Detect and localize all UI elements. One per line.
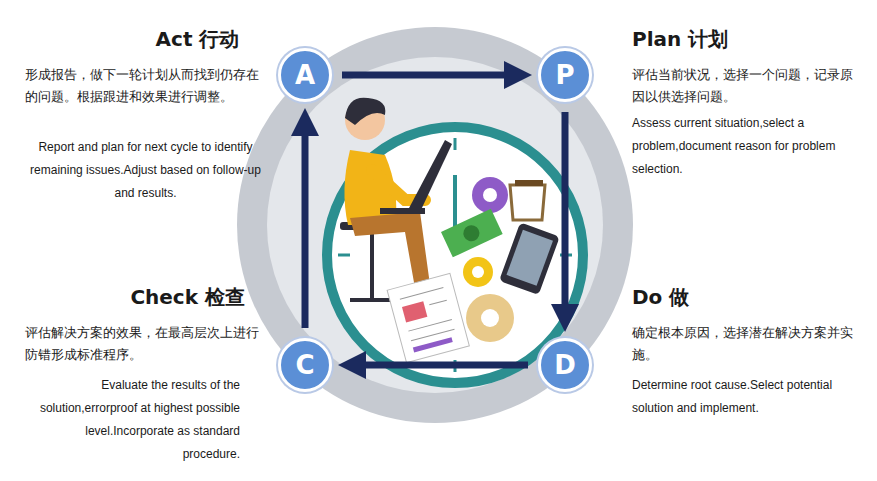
stage-heading: Do 做 [632,284,762,311]
stage-body-en: Report and plan for next cycle to identi… [28,136,263,205]
step-letter: P [555,60,574,90]
cycle-arrow [352,362,528,369]
stage-heading: Check 检查 [95,284,245,311]
cycle-arrow [302,122,309,328]
clock-face [327,127,583,383]
inner-disk [267,57,603,393]
cycle-arrow [342,72,518,79]
stage-body-zh: 评估当前状况，选择一个问题，记录原因以供选择问题。 [632,64,854,108]
clock-ticks [338,138,572,372]
step-letter: D [554,350,576,380]
stage-body-en: Evaluate the results of the solution,err… [38,374,240,466]
stage-body-zh: 形成报告，做下一轮计划从而找到仍存在的问题。根据跟进和效果进行调整。 [25,64,263,108]
step-letter: C [295,350,314,380]
stage-body-en: Determine root cause.Select potential so… [632,374,847,420]
cycle-arrow [562,112,569,318]
stage-heading: Plan 计划 [632,26,762,53]
step-letter: A [295,60,315,90]
step-circle: P [538,48,592,102]
outer-disk [237,27,633,423]
office-objects [387,177,560,363]
stage-heading: Act 行动 [140,26,255,53]
step-circle: C [278,338,332,392]
stage-body-en: Assess current situation,select a proble… [632,112,842,181]
stage-body-zh: 评估解决方案的效果，在最高层次上进行防错形成标准程序。 [25,322,263,366]
step-circle: D [538,338,592,392]
person-figure [340,98,452,300]
stage-body-zh: 确定根本原因，选择潜在解决方案并实施。 [632,322,857,366]
step-circle: A [278,48,332,102]
